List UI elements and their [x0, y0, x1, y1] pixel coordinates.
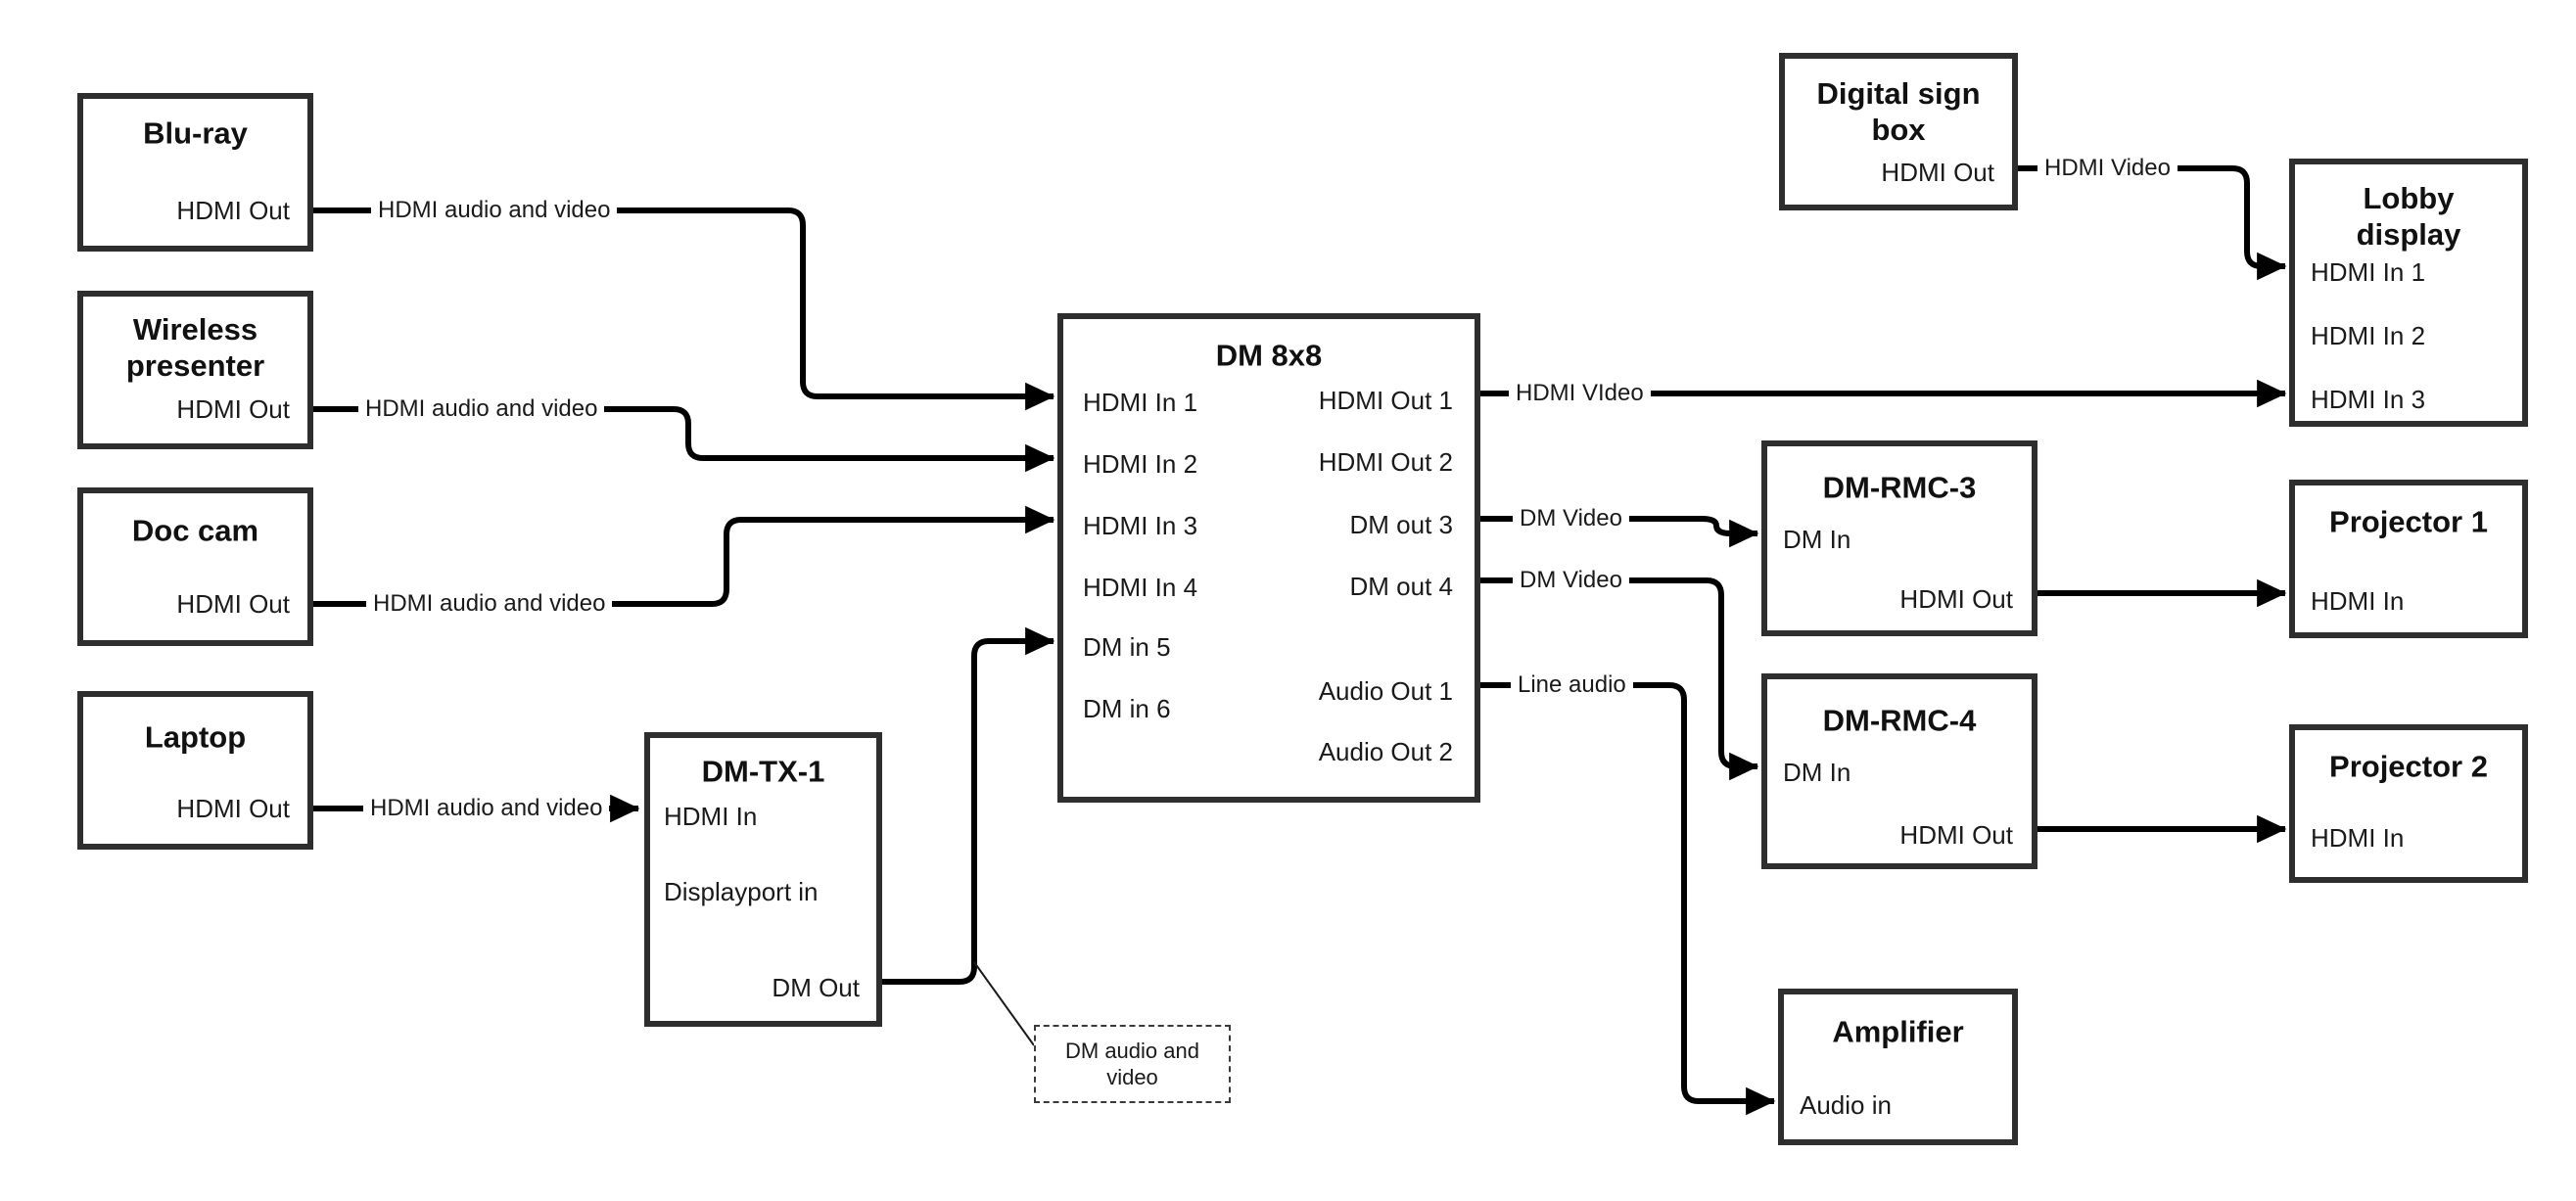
- node-digital-sign-box: Digital sign box HDMI Out: [1779, 53, 2018, 210]
- annotation-text: DM audio and video: [1065, 1039, 1199, 1089]
- port-bluray-hdmi-out: HDMI Out: [176, 196, 290, 225]
- port-dm8x8-hdmi-in-2: HDMI In 2: [1083, 449, 1198, 479]
- node-amplifier: Amplifier Audio in: [1778, 989, 2018, 1145]
- port-dm8x8-audio-out-2: Audio Out 2: [1318, 737, 1453, 766]
- node-projector-1-title: Projector 1: [2329, 504, 2488, 539]
- port-rmc4-hdmi-out: HDMI Out: [1899, 820, 2013, 850]
- node-dm-tx-1: DM-TX-1 HDMI In Displayport in DM Out: [644, 732, 882, 1027]
- edge-dm8x8-audio1-to-amplifier: [1480, 682, 1776, 1116]
- node-bluray: Blu-ray HDMI Out: [77, 93, 313, 252]
- node-laptop-title: Laptop: [144, 719, 247, 755]
- node-dm-rmc-4-title: DM-RMC-4: [1822, 703, 1977, 738]
- port-laptop-hdmi-out: HDMI Out: [176, 794, 290, 823]
- port-lobby-hdmi-in-1: HDMI In 1: [2311, 257, 2426, 287]
- node-wireless-presenter-title: Wireless presenter: [125, 312, 265, 383]
- port-dm8x8-dm-in-6: DM in 6: [1083, 694, 1171, 723]
- edge-label-digitalsign-hdmi-video: HDMI Video: [2037, 153, 2178, 184]
- node-doc-cam: Doc cam HDMI Out: [77, 487, 313, 646]
- port-dm8x8-audio-out-1: Audio Out 1: [1318, 676, 1453, 706]
- port-rmc4-dm-in: DM In: [1783, 758, 1851, 787]
- node-doc-cam-title: Doc cam: [131, 513, 259, 548]
- port-wireless-hdmi-out: HDMI Out: [176, 394, 290, 424]
- port-dmtx1-dm-out: DM Out: [772, 973, 860, 1002]
- annotation-dm-audio-and-video: DM audio and video: [1034, 1025, 1231, 1103]
- edge-bluray-to-dm8x8-in1: [313, 208, 1055, 411]
- port-doccam-hdmi-out: HDMI Out: [176, 589, 290, 619]
- port-dmtx1-hdmi-in: HDMI In: [664, 802, 758, 831]
- node-dm-8x8: DM 8x8 HDMI In 1 HDMI In 2 HDMI In 3 HDM…: [1057, 313, 1480, 803]
- edge-digitalsign-to-lobby-in1: [2018, 165, 2287, 281]
- node-wireless-presenter: Wireless presenter HDMI Out: [77, 291, 313, 449]
- edge-label-doccam-hdmi-av: HDMI audio and video: [366, 588, 613, 620]
- edge-wireless-to-dm8x8-in2: [313, 406, 1055, 473]
- port-dm8x8-hdmi-out-2: HDMI Out 2: [1318, 447, 1453, 477]
- port-dm8x8-hdmi-in-1: HDMI In 1: [1083, 388, 1198, 417]
- port-projector2-hdmi-in: HDMI In: [2311, 823, 2405, 853]
- edge-label-line-audio: Line audio: [1511, 670, 1633, 701]
- annotation-leader-line: [973, 961, 1035, 1046]
- edge-label-laptop-hdmi-av: HDMI audio and video: [363, 793, 610, 824]
- node-bluray-title: Blu-ray: [143, 115, 248, 151]
- node-amplifier-title: Amplifier: [1832, 1014, 1964, 1049]
- port-dm8x8-dm-in-5: DM in 5: [1083, 632, 1171, 662]
- edge-doccam-to-dm8x8-in3: [313, 505, 1055, 607]
- port-digitalsign-hdmi-out: HDMI Out: [1881, 158, 1994, 187]
- edge-label-hdmi-video-out1: HDMI VIdeo: [1509, 378, 1651, 409]
- port-rmc3-hdmi-out: HDMI Out: [1899, 584, 2013, 614]
- node-dm-tx-1-title: DM-TX-1: [701, 754, 825, 789]
- port-projector1-hdmi-in: HDMI In: [2311, 586, 2405, 616]
- port-lobby-hdmi-in-3: HDMI In 3: [2311, 385, 2426, 414]
- port-rmc3-dm-in: DM In: [1783, 525, 1851, 554]
- port-amplifier-audio-in: Audio in: [1800, 1090, 1892, 1120]
- node-dm-rmc-3-title: DM-RMC-3: [1822, 470, 1977, 505]
- port-dm8x8-hdmi-in-3: HDMI In 3: [1083, 511, 1198, 540]
- node-dm-8x8-title: DM 8x8: [1215, 338, 1323, 373]
- node-laptop: Laptop HDMI Out: [77, 691, 313, 850]
- edge-dmtx1-to-dm8x8-in5: [882, 626, 1055, 985]
- node-lobby-display-title: Lobby display: [2356, 181, 2461, 252]
- node-projector-2-title: Projector 2: [2329, 749, 2488, 784]
- port-dm8x8-dm-out-3: DM out 3: [1349, 510, 1454, 539]
- edge-dm8x8-out4-to-rmc4-dmin: [1480, 577, 1759, 781]
- port-dm8x8-hdmi-out-1: HDMI Out 1: [1318, 386, 1453, 415]
- edge-label-dm-video-out3: DM Video: [1513, 503, 1629, 534]
- node-projector-2: Projector 2 HDMI In: [2289, 724, 2528, 883]
- edge-label-wireless-hdmi-av: HDMI audio and video: [358, 393, 605, 425]
- port-dm8x8-hdmi-in-4: HDMI In 4: [1083, 573, 1198, 602]
- port-lobby-hdmi-in-2: HDMI In 2: [2311, 321, 2426, 350]
- port-dmtx1-displayport-in: Displayport in: [664, 877, 819, 906]
- edge-dm8x8-out3-to-rmc3-dmin: [1480, 516, 1759, 548]
- node-dm-rmc-4: DM-RMC-4 DM In HDMI Out: [1761, 673, 2037, 869]
- node-dm-rmc-3: DM-RMC-3 DM In HDMI Out: [1761, 440, 2037, 636]
- node-digital-sign-box-title: Digital sign box: [1816, 76, 1981, 147]
- node-projector-1: Projector 1 HDMI In: [2289, 480, 2528, 638]
- node-lobby-display: Lobby display HDMI In 1 HDMI In 2 HDMI I…: [2289, 159, 2528, 427]
- port-dm8x8-dm-out-4: DM out 4: [1349, 572, 1454, 601]
- edge-label-dm-video-out4: DM Video: [1513, 565, 1629, 596]
- edge-label-bluray-hdmi-av: HDMI audio and video: [371, 195, 618, 226]
